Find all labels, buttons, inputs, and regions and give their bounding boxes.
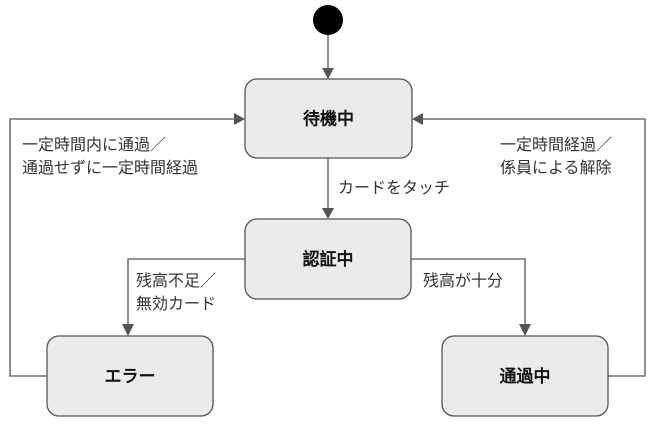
state-passing-label: 通過中 (500, 366, 551, 387)
state-error-label: エラー (105, 367, 156, 387)
initial-state (313, 5, 343, 35)
edge-authenticating-to-passing (411, 258, 531, 336)
label-insufficient-line2: 無効カード (136, 294, 216, 313)
label-insufficient-line1: 残高不足／ (136, 271, 216, 290)
edge-passing-to-standby (412, 113, 646, 377)
state-standby-label: 待機中 (303, 109, 354, 130)
state-authenticating: 認証中 (244, 218, 412, 300)
label-error-return-line1: 一定時間内に通過／ (22, 135, 166, 154)
label-pass-return-line1: 一定時間経過／ (500, 135, 612, 154)
state-authenticating-label: 認証中 (303, 249, 354, 270)
edge-standby-to-authenticating (322, 158, 334, 219)
edge-initial-to-standby (322, 35, 334, 79)
state-error: エラー (46, 335, 214, 417)
label-pass-return-line2: 係員による解除 (500, 158, 612, 177)
state-standby: 待機中 (244, 78, 413, 159)
edge-authenticating-to-error (122, 258, 245, 336)
edge-error-to-standby (9, 113, 245, 377)
state-passing: 通過中 (441, 335, 609, 417)
label-error-return-line2: 通過せずに一定時間経過 (22, 158, 198, 177)
label-sufficient: 残高が十分 (423, 271, 503, 290)
label-touch-card: カードをタッチ (338, 178, 450, 197)
